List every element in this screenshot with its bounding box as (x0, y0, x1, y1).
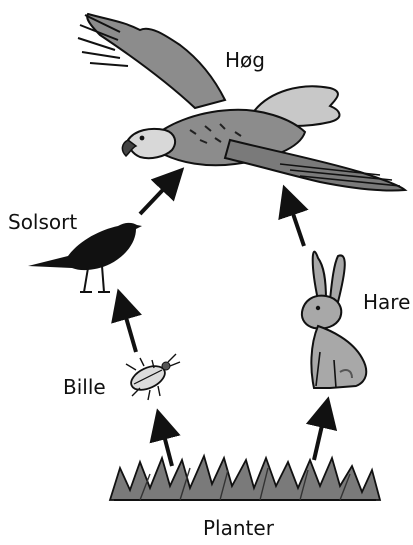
hawk-illustration (78, 14, 405, 191)
label-plants: Planter (203, 518, 274, 538)
flow-arrows (121, 176, 326, 466)
arrow-plants-to-hare (314, 408, 326, 460)
label-hare: Hare (363, 292, 410, 312)
label-blackbird: Solsort (8, 212, 77, 232)
beetle-illustration (126, 354, 180, 400)
arrow-hare-to-hawk (287, 196, 304, 246)
arrow-blackbird-to-hawk (140, 176, 176, 214)
label-hawk: Høg (225, 50, 265, 70)
plants-illustration (110, 456, 380, 500)
hare-illustration (302, 252, 366, 388)
arrow-beetle-to-blackbird (121, 300, 136, 352)
label-beetle: Bille (63, 377, 106, 397)
